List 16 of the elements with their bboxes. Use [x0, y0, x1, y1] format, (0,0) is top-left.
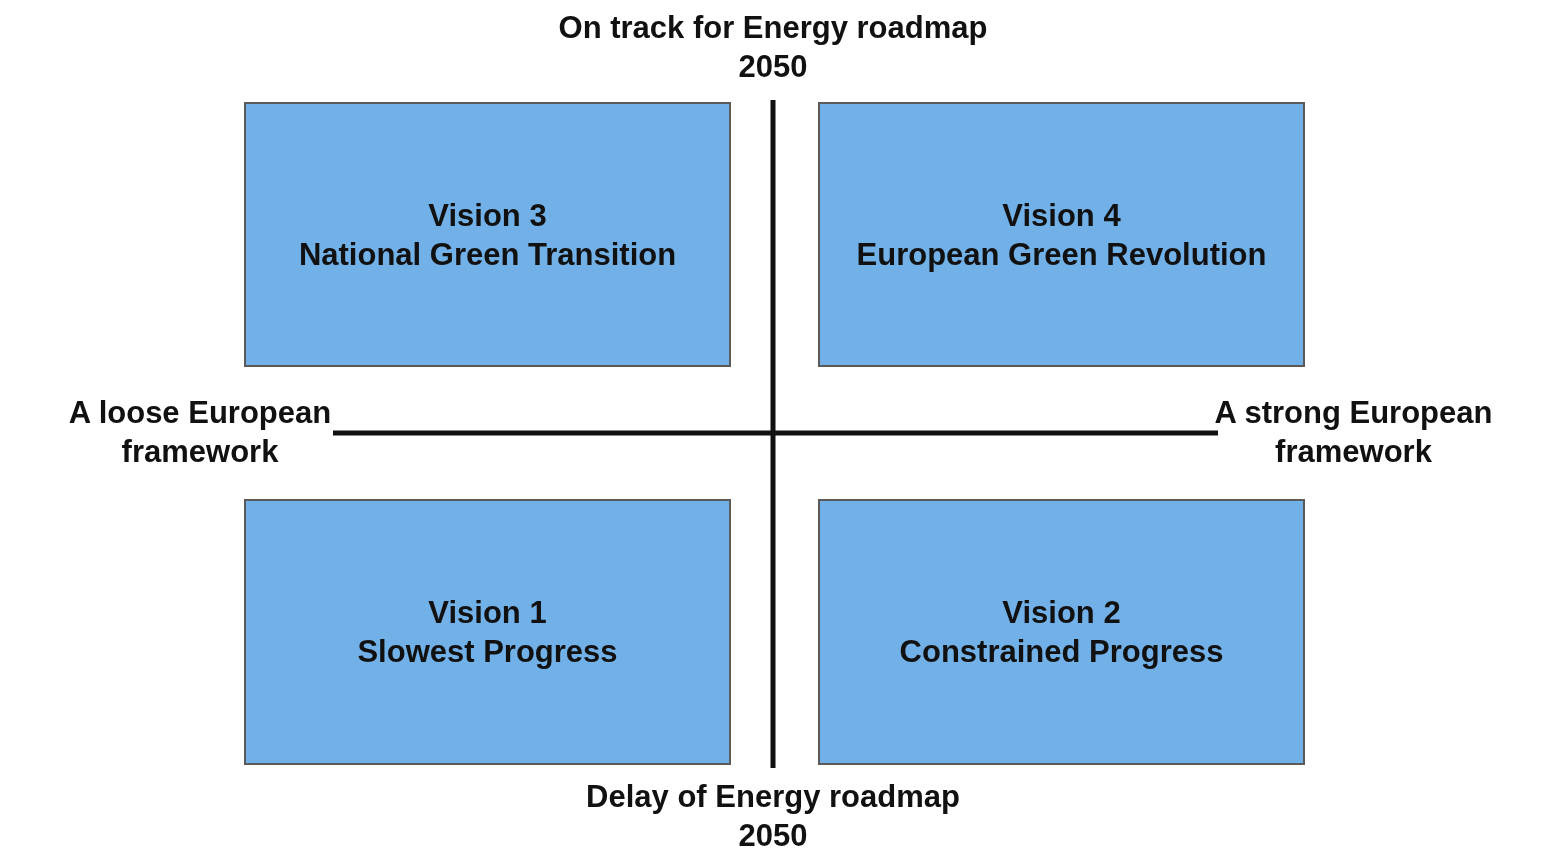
axis-label: On track for Energy roadmap 2050 — [557, 9, 989, 86]
scenario-name: European Green Revolution — [855, 235, 1268, 274]
scenario-box — [244, 499, 731, 765]
scenario-name: Slowest Progress — [356, 633, 619, 671]
axis-label: Delay of Energy roadmap 2050 — [585, 778, 961, 853]
scenario-box — [818, 102, 1305, 367]
axis-label: A loose European framework — [67, 394, 333, 471]
scenario-box — [818, 499, 1305, 765]
scenario-title: Vision 4 — [1002, 196, 1121, 235]
axis-label: A strong European framework — [1213, 394, 1494, 471]
scenario-title: Vision 3 — [428, 196, 547, 235]
scenario-box — [244, 102, 731, 367]
scenario-name: Constrained Progress — [898, 633, 1225, 671]
scenario-title: Vision 2 — [1002, 594, 1121, 632]
scenario-title: Vision 1 — [428, 594, 547, 632]
scenario-name: National Green Transition — [297, 235, 678, 274]
